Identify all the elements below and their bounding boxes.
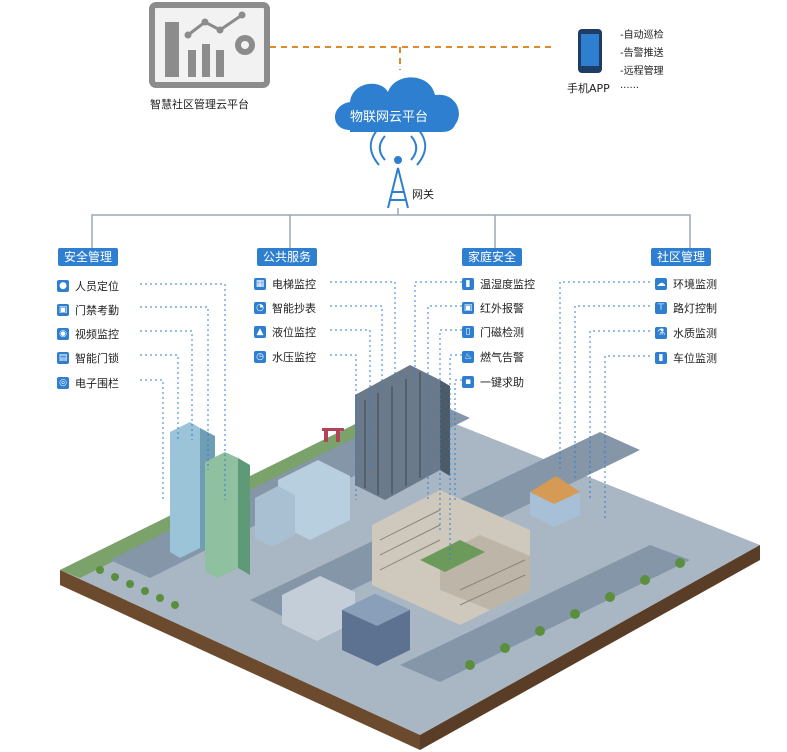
category-community-management: 社区管理 (651, 248, 712, 266)
app-feature-more: ...... (620, 80, 640, 91)
pressure-icon: ◷ (254, 351, 266, 363)
item-label: 水质监测 (673, 327, 717, 340)
list-item: ◎ 电子围栏 (57, 375, 119, 391)
category-public-service: 公共服务 (257, 248, 318, 266)
level-icon: ▲ (254, 326, 266, 338)
list-item: ▮ 车位监测 (655, 350, 717, 366)
app-label: 手机APP (567, 82, 610, 95)
list-item: ● 人员定位 (57, 278, 119, 294)
sos-icon: ▪ (462, 376, 474, 388)
item-label: 红外报警 (480, 302, 524, 315)
door-sensor-icon: ▯ (462, 326, 474, 338)
gas-icon: ♨ (462, 351, 474, 363)
list-item: ☁ 环境监测 (655, 276, 717, 292)
list-item: ◷ 水压监控 (254, 349, 316, 365)
item-label: 视频监控 (75, 328, 119, 341)
list-item: ▤ 智能门锁 (57, 350, 119, 366)
street-light-icon: ⊤ (655, 302, 667, 314)
item-label: 路灯控制 (673, 302, 717, 315)
thermometer-icon: ▮ (462, 278, 474, 290)
list-item: ◉ 视频监控 (57, 326, 119, 342)
item-label: 门磁检测 (480, 326, 524, 339)
buildings (170, 365, 580, 666)
cloud-env-icon: ☁ (655, 278, 667, 290)
list-item: ♨ 燃气告警 (462, 349, 524, 365)
list-item: ▣ 门禁考勤 (57, 302, 119, 318)
app-feature: -自动巡检 (620, 30, 664, 41)
item-label: 车位监测 (673, 352, 717, 365)
item-label: 一键求助 (480, 376, 524, 389)
item-label: 电子围栏 (75, 377, 119, 390)
list-item: ▯ 门磁检测 (462, 324, 524, 340)
gateway-tower-icon (369, 127, 427, 209)
list-item: ▣ 红外报警 (462, 300, 524, 316)
app-feature: -告警推送 (620, 48, 664, 59)
item-label: 门禁考勤 (75, 304, 119, 317)
camera-icon: ◉ (57, 328, 69, 340)
iot-cloud-label: 物联网云平台 (350, 110, 429, 125)
water-quality-icon: ⚗ (655, 327, 667, 339)
app-features: -自动巡检 -告警推送 -远程管理 ...... (620, 26, 664, 91)
list-item: ⊤ 路灯控制 (655, 300, 717, 316)
person-pin-icon: ● (57, 280, 69, 292)
list-item: ▦ 电梯监控 (254, 276, 316, 292)
item-label: 智能门锁 (75, 352, 119, 365)
fence-icon: ◎ (57, 377, 69, 389)
list-item: ▪ 一键求助 (462, 374, 524, 390)
item-label: 环境监测 (673, 278, 717, 291)
list-item: ⚗ 水质监测 (655, 325, 717, 341)
cloud-icon (335, 77, 459, 132)
item-label: 电梯监控 (272, 278, 316, 291)
item-label: 人员定位 (75, 280, 119, 293)
gateway-label: 网关 (412, 188, 434, 201)
lock-icon: ▤ (57, 352, 69, 364)
item-label: 智能抄表 (272, 302, 316, 315)
item-label: 温湿度监控 (480, 278, 535, 291)
cloud-platform-label: 智慧社区管理云平台 (150, 98, 249, 111)
meter-icon: ◔ (254, 302, 266, 314)
item-label: 水压监控 (272, 351, 316, 364)
category-home-safety: 家庭安全 (462, 248, 523, 266)
door-access-icon: ▣ (57, 304, 69, 316)
elevator-icon: ▦ (254, 278, 266, 290)
list-item: ▮ 温湿度监控 (462, 276, 535, 292)
parking-icon: ▮ (655, 352, 667, 364)
item-label: 燃气告警 (480, 351, 524, 364)
infrared-icon: ▣ (462, 302, 474, 314)
dashboard-icon (149, 2, 270, 88)
category-security: 安全管理 (58, 248, 119, 266)
phone-icon (578, 29, 602, 73)
list-item: ▲ 液位监控 (254, 324, 316, 340)
item-label: 液位监控 (272, 326, 316, 339)
list-item: ◔ 智能抄表 (254, 300, 316, 316)
app-feature: -远程管理 (620, 66, 664, 77)
